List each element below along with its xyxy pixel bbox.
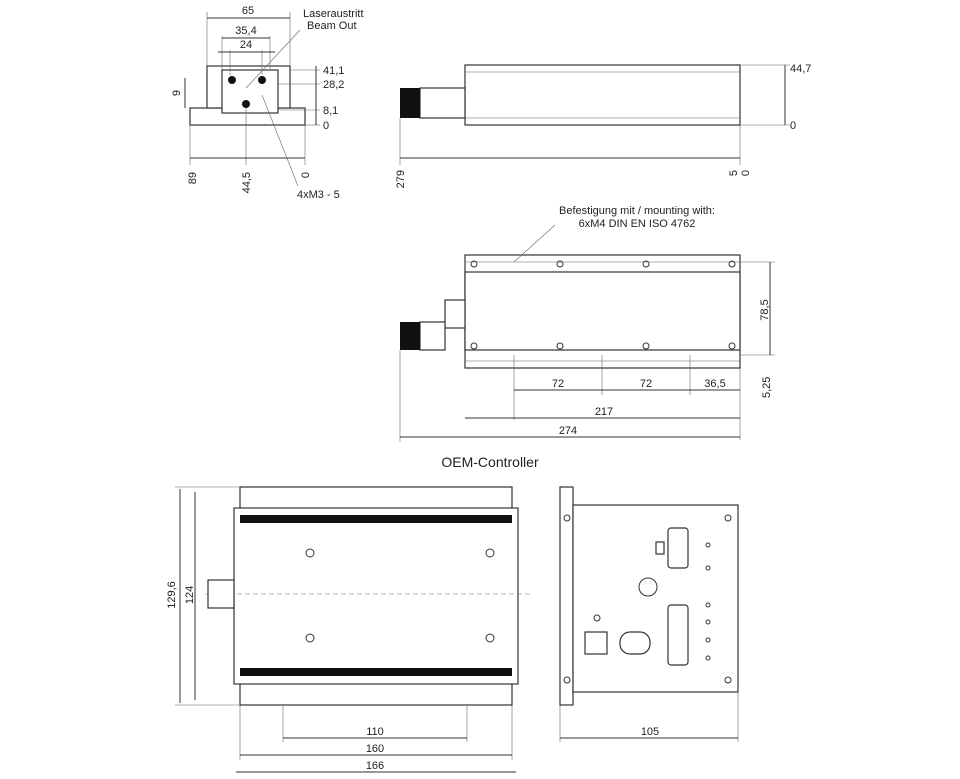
- dim-129-6: 129,6: [166, 581, 178, 609]
- front-plate: [221, 69, 279, 114]
- dim-8-1: 8,1: [323, 105, 338, 117]
- dim-124: 124: [184, 586, 196, 604]
- dim-0-side: 0: [790, 120, 796, 132]
- mount-label-2: 6xM4 DIN EN ISO 4762: [579, 218, 696, 230]
- dim-110: 110: [366, 726, 384, 738]
- dim-72-b: 72: [640, 378, 652, 390]
- dim-41-1: 41,1: [323, 65, 344, 77]
- mounting-screws: [470, 260, 736, 350]
- dim-28-2: 28,2: [323, 79, 344, 91]
- dim-44-7: 44,7: [790, 63, 811, 75]
- side-cable-gland: [419, 87, 466, 119]
- top-cable-gland: [419, 321, 446, 351]
- side-view: 44,7 0 279 5 0: [395, 63, 811, 188]
- dim-0: 0: [323, 120, 329, 132]
- dim-166: 166: [366, 760, 384, 772]
- front-hole: [228, 76, 236, 84]
- side-housing: [464, 64, 741, 126]
- controller-panel: [572, 504, 739, 693]
- dim-24: 24: [240, 39, 252, 51]
- dim-89: 89: [187, 172, 199, 184]
- dim-9: 9: [171, 90, 183, 96]
- top-connector: [400, 322, 420, 350]
- top-view: Befestigung mit / mounting with: 6xM4 DI…: [399, 205, 775, 442]
- dim-5: 5: [728, 170, 740, 176]
- sub-d-connector-small: [667, 527, 689, 569]
- dim-0-bottom: 0: [300, 172, 312, 178]
- controller-title: OEM-Controller: [441, 454, 539, 470]
- dim-78-5: 78,5: [759, 299, 771, 320]
- side-connector: [400, 88, 420, 118]
- beam-label-de: Laseraustritt: [303, 8, 364, 20]
- dim-217: 217: [595, 406, 613, 418]
- dim-65: 65: [242, 5, 254, 17]
- sub-d-connector-large: [667, 604, 689, 666]
- dim-0-side-bottom: 0: [740, 170, 752, 176]
- mount-label-1: Befestigung mit / mounting with:: [559, 205, 715, 217]
- beam-leader: [245, 29, 301, 89]
- dim-72-a: 72: [552, 378, 564, 390]
- front-view: 65 35,4 24 Laseraustritt Beam Out 41,1 2…: [171, 5, 364, 201]
- dim-44-5: 44,5: [241, 172, 253, 193]
- dim-35-4: 35,4: [235, 25, 256, 37]
- front-hole: [242, 100, 250, 108]
- controller-side-view: 105: [559, 486, 739, 742]
- dim-36-5: 36,5: [704, 378, 725, 390]
- dim-279: 279: [395, 170, 407, 188]
- beam-label-en: Beam Out: [307, 20, 357, 32]
- dim-5-25: 5,25: [761, 377, 773, 398]
- dim-105: 105: [641, 726, 659, 738]
- power-connector: [584, 631, 608, 655]
- controller-top-view: 129,6 124 110 160 166: [166, 486, 530, 773]
- controller-housing: [233, 507, 519, 685]
- screw-label: 4xM3 - 5: [297, 189, 340, 201]
- round-connector: [638, 577, 658, 597]
- front-hole: [258, 76, 266, 84]
- dim-274: 274: [559, 425, 577, 437]
- dim-160: 160: [366, 743, 384, 755]
